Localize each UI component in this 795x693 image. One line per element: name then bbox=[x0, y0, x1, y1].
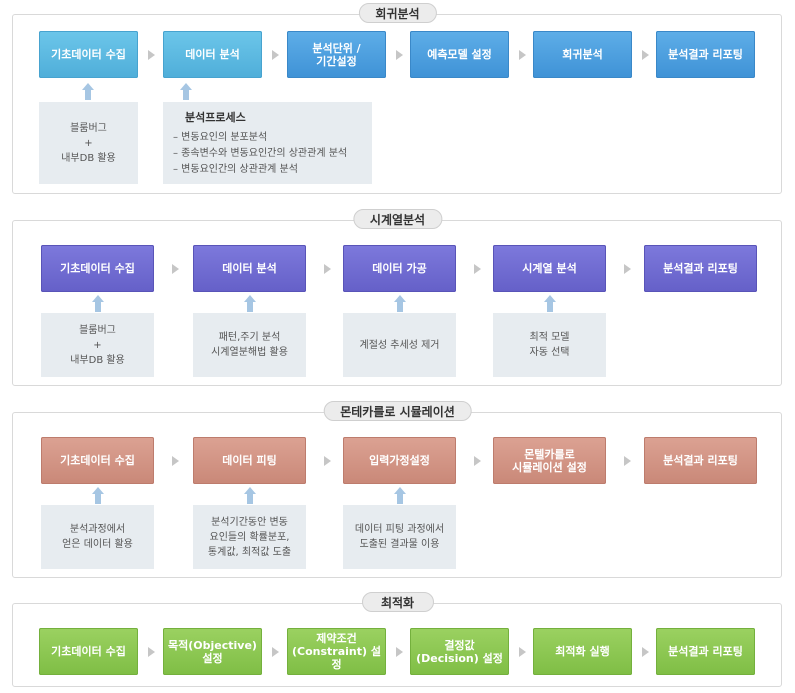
flow-arrow-icon bbox=[172, 456, 179, 466]
section-title-regression: 회귀분석 bbox=[358, 3, 437, 23]
process-item: – 종속변수와 변동요인간의 상관관계 분석 bbox=[173, 148, 348, 159]
timeseries-panel: 기초데이터 수집 데이터 분석 데이터 가공 시계열 분석 분석결과 리포팅 블… bbox=[12, 220, 782, 386]
note-pattern-analysis: 패턴,주기 분석 시계열분해법 활용 bbox=[193, 313, 306, 377]
flow-arrow-icon bbox=[272, 50, 279, 60]
up-arrow-icon bbox=[544, 295, 556, 312]
note-analysis-process: 분석프로세스 – 변동요인의 분포분석 – 종속변수와 변동요인간의 상관관계 … bbox=[163, 102, 372, 184]
flow-arrow-icon bbox=[624, 264, 631, 274]
note-analysis-data: 분석과정에서 얻은 데이터 활용 bbox=[41, 505, 154, 569]
section-title-optimization: 최적화 bbox=[361, 592, 434, 612]
note-fitting-result: 데이터 피팅 과정에서 도출된 결과물 이용 bbox=[343, 505, 456, 569]
flow-arrow-icon bbox=[324, 456, 331, 466]
process-title: 분석프로세스 bbox=[185, 111, 246, 124]
up-arrow-icon bbox=[82, 83, 94, 100]
flow-arrow-icon bbox=[474, 264, 481, 274]
step-simulation-setting: 몬텔카를로 시뮬레이션 설정 bbox=[493, 437, 606, 484]
up-arrow-icon bbox=[244, 295, 256, 312]
step-reporting: 분석결과 리포팅 bbox=[656, 628, 755, 675]
note-model-selection: 최적 모델 자동 선택 bbox=[493, 313, 606, 377]
step-regression: 회귀분석 bbox=[533, 31, 632, 78]
step-data-collection: 기초데이터 수집 bbox=[39, 628, 138, 675]
step-reporting: 분석결과 리포팅 bbox=[656, 31, 755, 78]
note-data-source: 블룸버그 + 내부DB 활용 bbox=[39, 102, 138, 184]
process-item: – 변동요인간의 상관관계 분석 bbox=[173, 164, 298, 175]
flow-arrow-icon bbox=[324, 264, 331, 274]
flow-arrow-icon bbox=[642, 647, 649, 657]
step-data-collection: 기초데이터 수집 bbox=[39, 31, 138, 78]
note-distribution: 분석기간동안 변동 요인들의 확률분포, 통계값, 최적값 도출 bbox=[193, 505, 306, 569]
step-data-collection: 기초데이터 수집 bbox=[41, 245, 154, 292]
step-objective-setting: 목적(Objective) 설정 bbox=[163, 628, 262, 675]
regression-panel: 기초데이터 수집 데이터 분석 분석단위 / 기간설정 예측모델 설정 회귀분석… bbox=[12, 14, 782, 194]
step-data-analysis: 데이터 분석 bbox=[193, 245, 306, 292]
flow-arrow-icon bbox=[396, 50, 403, 60]
step-reporting: 분석결과 리포팅 bbox=[644, 437, 757, 484]
step-data-analysis: 데이터 분석 bbox=[163, 31, 262, 78]
flow-arrow-icon bbox=[642, 50, 649, 60]
up-arrow-icon bbox=[92, 295, 104, 312]
montecarlo-panel: 기초데이터 수집 데이터 피팅 입력가정설정 몬텔카를로 시뮬레이션 설정 분석… bbox=[12, 412, 782, 578]
up-arrow-icon bbox=[394, 487, 406, 504]
optimization-panel: 기초데이터 수집 목적(Objective) 설정 제약조건 (Constrai… bbox=[12, 603, 782, 687]
step-input-assumption: 입력가정설정 bbox=[343, 437, 456, 484]
flow-arrow-icon bbox=[519, 50, 526, 60]
step-constraint-setting: 제약조건 (Constraint) 설정 bbox=[287, 628, 386, 675]
step-timeseries-analysis: 시계열 분석 bbox=[493, 245, 606, 292]
step-data-fitting: 데이터 피팅 bbox=[193, 437, 306, 484]
up-arrow-icon bbox=[394, 295, 406, 312]
step-optimization-run: 최적화 실행 bbox=[533, 628, 632, 675]
flow-arrow-icon bbox=[624, 456, 631, 466]
step-decision-setting: 결정값 (Decision) 설정 bbox=[410, 628, 509, 675]
up-arrow-icon bbox=[92, 487, 104, 504]
step-data-processing: 데이터 가공 bbox=[343, 245, 456, 292]
up-arrow-icon bbox=[180, 83, 192, 100]
section-title-montecarlo: 몬테카를로 시뮬레이션 bbox=[323, 401, 472, 421]
step-model-setting: 예측모델 설정 bbox=[410, 31, 509, 78]
up-arrow-icon bbox=[244, 487, 256, 504]
flow-arrow-icon bbox=[148, 50, 155, 60]
section-title-timeseries: 시계열분석 bbox=[352, 209, 443, 229]
note-data-source: 블룸버그 + 내부DB 활용 bbox=[41, 313, 154, 377]
step-unit-period-setting: 분석단위 / 기간설정 bbox=[287, 31, 386, 78]
flow-arrow-icon bbox=[396, 647, 403, 657]
step-data-collection: 기초데이터 수집 bbox=[41, 437, 154, 484]
flow-arrow-icon bbox=[474, 456, 481, 466]
flow-arrow-icon bbox=[519, 647, 526, 657]
step-reporting: 분석결과 리포팅 bbox=[644, 245, 757, 292]
process-item: – 변동요인의 분포분석 bbox=[173, 132, 268, 143]
flow-arrow-icon bbox=[272, 647, 279, 657]
flow-arrow-icon bbox=[148, 647, 155, 657]
flow-arrow-icon bbox=[172, 264, 179, 274]
note-seasonality-removal: 계절성 추세성 제거 bbox=[343, 313, 456, 377]
